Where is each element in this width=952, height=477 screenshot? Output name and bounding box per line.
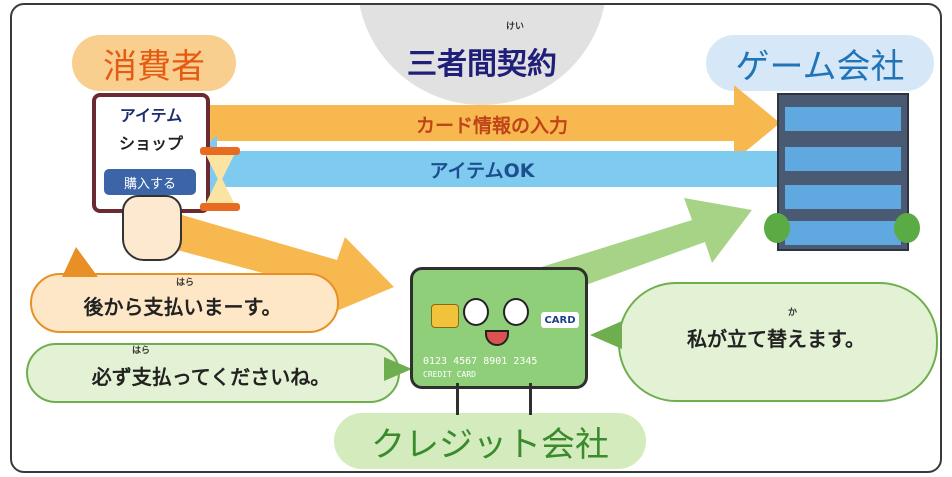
credit-card-mascot: CARD 0123 4567 8901 2345 CREDIT CARD <box>410 267 588 389</box>
diagram-frame: けい 三者間契約 消費者 ゲーム会社 クレジット会社 カード情報の入力 アイテム… <box>10 3 942 473</box>
card-number: 0123 4567 8901 2345 <box>423 355 538 367</box>
buy-button[interactable]: 購入する <box>104 169 196 195</box>
advance-bubble-tail <box>590 321 622 349</box>
card-info-arrow-label: カード情報の入力 <box>415 114 568 137</box>
card-info-arrow <box>192 85 780 161</box>
phone: アイテム ショップ 購入する <box>92 93 210 213</box>
later-pay-text: 後から支払いまーす。 <box>83 294 282 319</box>
hourglass-icon <box>200 147 240 211</box>
please-pay-ruby: はら <box>132 346 151 356</box>
card-eye-left <box>463 298 489 326</box>
game-company-label: ゲーム会社 <box>706 35 934 91</box>
please-pay-bubble <box>26 343 400 403</box>
later-pay-bubble-tail <box>62 247 98 277</box>
phone-line1: アイテム <box>119 106 183 125</box>
item-ok-arrow <box>212 151 784 187</box>
orange-diagonal-arrow <box>177 215 394 315</box>
card-caption: CREDIT CARD <box>423 369 476 379</box>
item-ok-arrow-label: アイテムOK <box>429 159 535 182</box>
title-ruby: けい <box>506 22 525 32</box>
phone-line2: ショップ <box>118 134 183 153</box>
card-brand: CARD <box>541 312 579 328</box>
please-pay-bubble-tail <box>384 357 412 381</box>
tree-right <box>894 213 920 243</box>
card-mouth <box>485 330 509 346</box>
later-pay-ruby: はら <box>176 278 195 288</box>
consumer-label: 消費者 <box>72 35 236 91</box>
card-eye-right <box>503 298 529 326</box>
pointing-hand-icon <box>122 195 182 261</box>
advance-ruby: か <box>788 308 798 318</box>
card-chip-icon <box>431 304 459 328</box>
credit-company-label: クレジット会社 <box>334 413 646 469</box>
tree-left <box>764 213 790 243</box>
please-pay-text: 必ず支払ってくださいね。 <box>91 364 331 389</box>
page-title: 三者間契約 <box>407 47 557 82</box>
advance-text: 私が立て替えます。 <box>687 326 865 351</box>
card-legs <box>456 383 532 415</box>
later-pay-bubble <box>30 273 339 333</box>
advance-bubble <box>618 282 938 402</box>
game-company-building <box>777 93 909 251</box>
